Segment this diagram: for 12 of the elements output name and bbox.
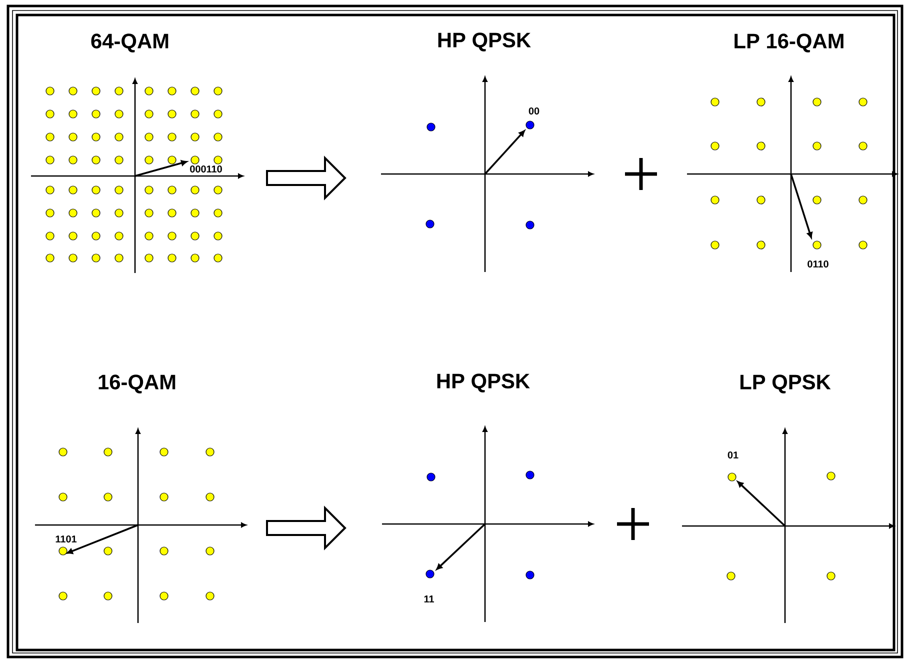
bit-label: 01 xyxy=(728,451,738,459)
panel-title: LP QPSK xyxy=(740,374,831,394)
bit-label: 1101 xyxy=(56,535,77,543)
panel-title: HP QPSK xyxy=(438,32,531,52)
bit-label: 000110 xyxy=(190,165,222,173)
bit-label: 11 xyxy=(424,596,434,602)
panel-title: 64-QAM xyxy=(91,34,168,52)
panel-title: LP 16-QAM xyxy=(734,34,844,52)
panel-title: 16-QAM xyxy=(98,374,176,394)
bit-label: 0110 xyxy=(808,260,828,268)
panel-title: HP QPSK xyxy=(437,374,530,392)
bit-label: 00 xyxy=(528,107,540,115)
